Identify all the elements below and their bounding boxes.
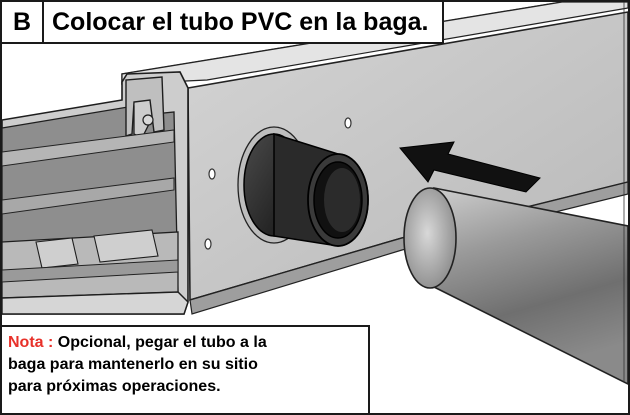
note-text-1: Opcional, pegar el tubo a la: [57, 334, 267, 351]
note-label: Nota :: [8, 334, 58, 351]
step-header: B Colocar el tubo PVC en la baga.: [2, 2, 445, 44]
note-text-2: baga para mantenerlo en su sitio: [8, 356, 258, 373]
coupling-sleeve: [237, 126, 369, 247]
profile-cross-section: [2, 71, 189, 315]
step-letter: B: [2, 2, 44, 42]
step-title: Colocar el tubo PVC en la baga.: [52, 7, 429, 36]
insertion-arrow: [399, 141, 541, 193]
note-box: Nota : Opcional, pegar el tubo a la baga…: [2, 325, 370, 413]
note-text-3: para próximas operaciones.: [8, 378, 221, 395]
note-line-1: Nota : Opcional, pegar el tubo a la: [8, 332, 362, 354]
pvc-tube: [403, 187, 628, 385]
